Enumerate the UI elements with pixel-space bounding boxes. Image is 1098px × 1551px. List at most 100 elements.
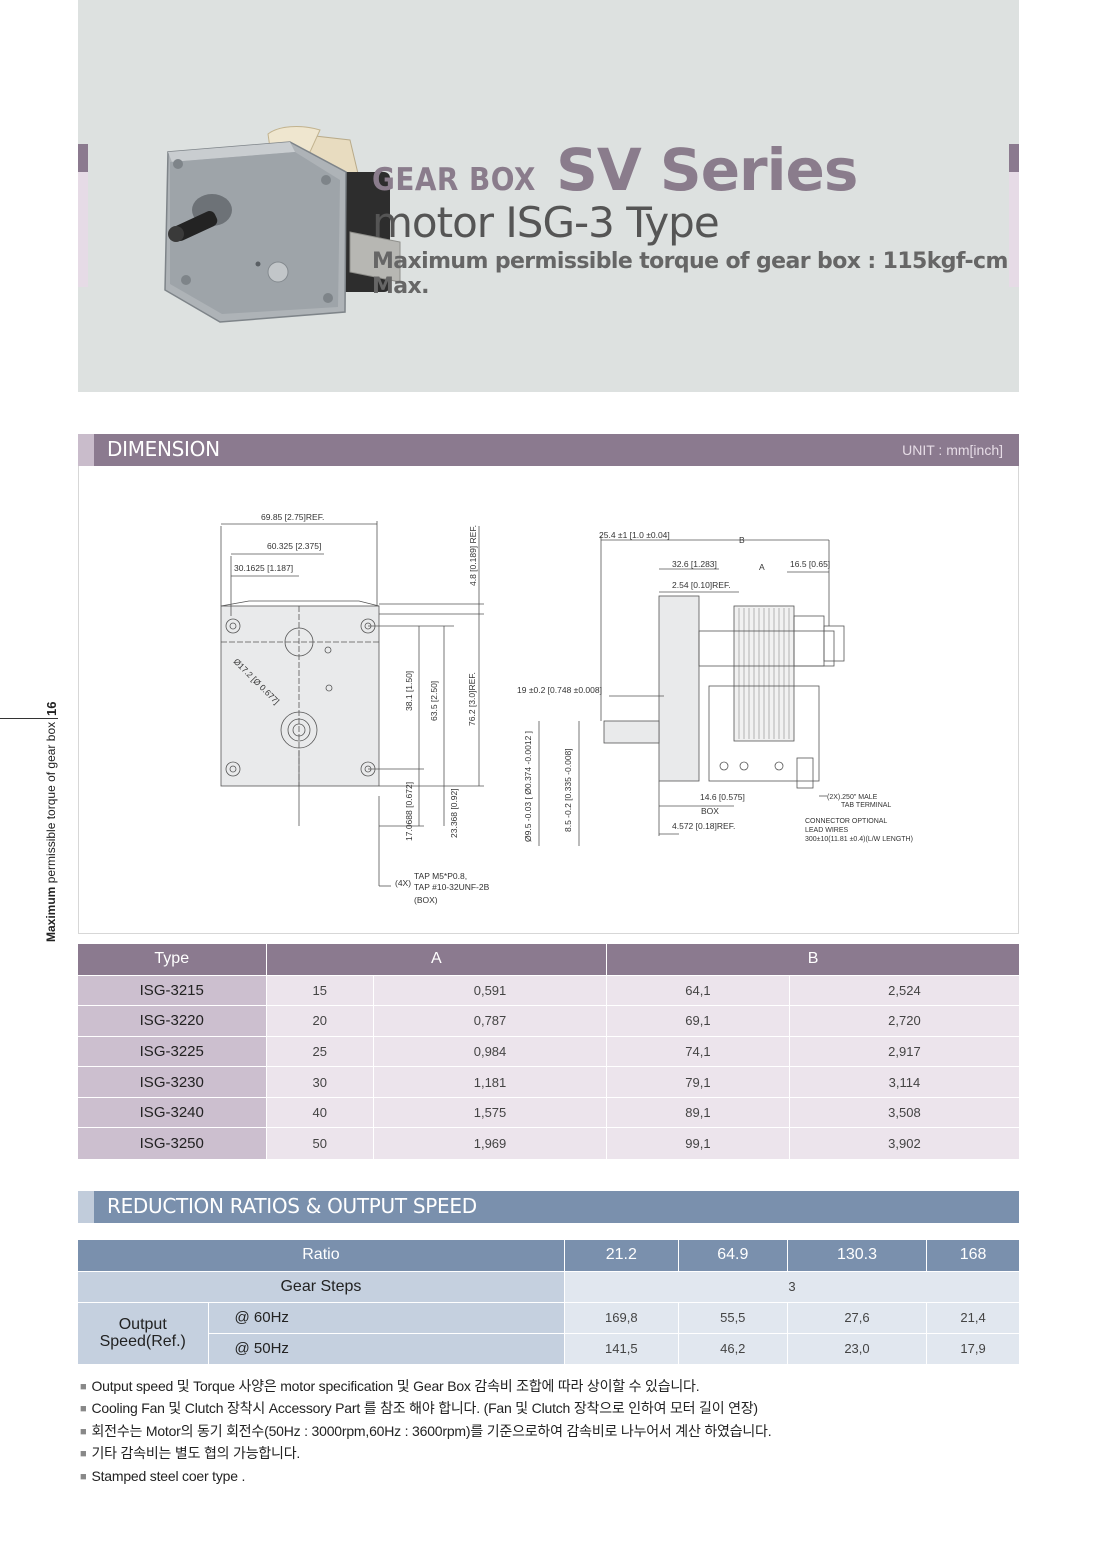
title-block: GEAR BOX SV Series motor ISG-3 Type Maxi… bbox=[372, 136, 1019, 299]
dimension-drawing: 69.85 [2.75]REF. 60.325 [2.375] 30.1625 … bbox=[78, 466, 1019, 934]
note-item: 기타 감속비는 별도 협의 가능합니다. bbox=[80, 1443, 771, 1465]
reduction-table: Ratio 21.2 64.9 130.3 168 Gear Steps 3 O… bbox=[78, 1240, 1019, 1364]
dim-label: 8.5 -0.2 [0.335 -0.008] bbox=[563, 748, 573, 832]
dim-label: 17.0688 [0.672] bbox=[404, 782, 414, 841]
dim-label: Ø9.5 -0.03 [ Ø0.374 -0.0012 ] bbox=[523, 731, 533, 842]
dim-label: (4X) bbox=[395, 878, 411, 888]
dim-label: 14.6 [0.575] bbox=[700, 792, 745, 802]
dimension-table: Type A B ISG-3215 15 0,591 64,1 2,524 IS… bbox=[78, 944, 1019, 1159]
type-cell: ISG-3225 bbox=[78, 1035, 267, 1067]
section-accent bbox=[78, 434, 94, 466]
table-row: ISG-3240 40 1,575 89,1 3,508 bbox=[78, 1096, 1019, 1128]
table-cell: 3,114 bbox=[789, 1066, 1019, 1098]
table-cell: 0,984 bbox=[373, 1035, 608, 1067]
table-cell: 25 bbox=[266, 1035, 374, 1067]
note-item: Output speed 및 Torque 사양은 motor specific… bbox=[80, 1376, 771, 1398]
dim-label: 25.4 ±1 [1.0 ±0.04] bbox=[599, 530, 670, 540]
dim-label: 2.54 [0.10]REF. bbox=[672, 580, 731, 590]
section-accent bbox=[78, 1191, 94, 1223]
dim-label: (BOX) bbox=[414, 895, 438, 905]
dim-label: 60.325 [2.375] bbox=[267, 541, 321, 551]
dim-label: CONNECTOR OPTIONAL bbox=[805, 818, 887, 825]
notes-list: Output speed 및 Torque 사양은 motor specific… bbox=[80, 1376, 771, 1488]
accent-tick bbox=[1009, 172, 1019, 287]
dim-label: TAB TERMINAL bbox=[841, 802, 891, 809]
type-cell: ISG-3230 bbox=[78, 1066, 267, 1098]
dim-label: 16.5 [0.65] bbox=[790, 559, 830, 569]
dim-label: B bbox=[739, 535, 745, 545]
output-speed-label: Output Speed(Ref.) bbox=[78, 1301, 209, 1364]
gear-steps-value: 3 bbox=[564, 1270, 1019, 1302]
accent-tick bbox=[78, 172, 88, 287]
table-cell: 21,4 bbox=[926, 1301, 1019, 1333]
reduction-section-bar: REDUCTION RATIOS & OUTPUT SPEED bbox=[78, 1191, 1019, 1223]
dim-label: BOX bbox=[701, 806, 719, 816]
table-cell: 1,969 bbox=[373, 1127, 608, 1159]
table-cell: 79,1 bbox=[606, 1066, 790, 1098]
dimension-title: DIMENSION bbox=[107, 437, 220, 461]
output-label-line: Output bbox=[118, 1316, 167, 1334]
table-cell: 69,1 bbox=[606, 1005, 790, 1037]
hz50-label: @ 50Hz bbox=[208, 1332, 565, 1364]
table-row: Gear Steps 3 bbox=[78, 1270, 1019, 1302]
table-cell: 17,9 bbox=[926, 1332, 1019, 1364]
dim-label: 32.6 [1.283] bbox=[672, 559, 717, 569]
dim-label: 4.8 [0.189] REF. bbox=[468, 525, 478, 586]
table-cell: 169,8 bbox=[564, 1301, 679, 1333]
dim-label: LEAD WIRES bbox=[805, 827, 849, 834]
dim-label: 38.1 [1.50] bbox=[404, 671, 414, 711]
type-cell: ISG-3215 bbox=[78, 974, 267, 1006]
table-cell: 46,2 bbox=[678, 1332, 788, 1364]
gear-steps-label: Gear Steps bbox=[78, 1270, 565, 1302]
gear-box-label: GEAR BOX bbox=[372, 162, 536, 198]
table-row: @ 50Hz 141,5 46,2 23,0 17,9 bbox=[78, 1332, 1019, 1364]
side-running-title: Maximum permissible torque of gear box bbox=[44, 722, 58, 942]
type-cell: ISG-3240 bbox=[78, 1096, 267, 1128]
dim-label: 63.5 [2.50] bbox=[429, 681, 439, 721]
motor-type-title: motor ISG-3 Type bbox=[372, 198, 720, 247]
dim-label: 300±10(11.81 ±0.4)(L/W LENGTH) bbox=[805, 836, 913, 843]
table-cell: 27,6 bbox=[787, 1301, 928, 1333]
table-cell: 141,5 bbox=[564, 1332, 679, 1364]
table-cell: 1,181 bbox=[373, 1066, 608, 1098]
dim-label: 19 ±0.2 [0.748 ±0.008] bbox=[517, 685, 602, 695]
gearbox-motor-image bbox=[164, 126, 401, 323]
col-header-b: B bbox=[606, 944, 1019, 975]
table-cell: 64,1 bbox=[606, 974, 790, 1006]
table-cell: 55,5 bbox=[678, 1301, 788, 1333]
table-cell: 40 bbox=[266, 1096, 374, 1128]
ratio-value: 21.2 bbox=[564, 1240, 679, 1271]
table-cell: 0,591 bbox=[373, 974, 608, 1006]
table-cell: 20 bbox=[266, 1005, 374, 1037]
note-item: 회전수는 Motor의 동기 회전수(50Hz : 3000rpm,60Hz :… bbox=[80, 1421, 771, 1443]
output-label-line: Speed(Ref.) bbox=[99, 1333, 186, 1351]
table-cell: 89,1 bbox=[606, 1096, 790, 1128]
table-cell: 99,1 bbox=[606, 1127, 790, 1159]
col-header-type: Type bbox=[78, 944, 267, 975]
accent-tick bbox=[78, 144, 88, 172]
dim-label: TAP M5*P0.8, bbox=[414, 871, 467, 881]
table-cell: 23,0 bbox=[787, 1332, 928, 1364]
table-cell: 3,508 bbox=[789, 1096, 1019, 1128]
table-cell: 2,524 bbox=[789, 974, 1019, 1006]
dimension-section-bar: DIMENSION UNIT : mm[inch] bbox=[78, 434, 1019, 466]
table-cell: 30 bbox=[266, 1066, 374, 1098]
dim-label: TAP #10-32UNF-2B bbox=[414, 882, 490, 892]
reduction-title: REDUCTION RATIOS & OUTPUT SPEED bbox=[107, 1194, 477, 1218]
type-cell: ISG-3220 bbox=[78, 1005, 267, 1037]
table-cell: 3,902 bbox=[789, 1127, 1019, 1159]
dim-label: 76.2 [3.0]REF. bbox=[467, 672, 477, 726]
table-cell: 74,1 bbox=[606, 1035, 790, 1067]
dim-label: 30.1625 [1.187] bbox=[234, 563, 293, 573]
dim-label: A bbox=[759, 562, 765, 572]
torque-subtitle: Maximum permissible torque of gear box :… bbox=[372, 249, 1008, 299]
type-cell: ISG-3250 bbox=[78, 1127, 267, 1159]
table-cell: 2,720 bbox=[789, 1005, 1019, 1037]
dim-label: (2X).250" MALE bbox=[827, 794, 878, 801]
side-title-bold: Maximum bbox=[44, 886, 58, 942]
col-header-a: A bbox=[266, 944, 608, 975]
note-item: Stamped steel coer type . bbox=[80, 1466, 771, 1488]
ratio-value: 168 bbox=[926, 1240, 1019, 1271]
ratio-header: Ratio bbox=[78, 1240, 565, 1271]
side-title-rest: permissible torque of gear box bbox=[44, 721, 58, 887]
